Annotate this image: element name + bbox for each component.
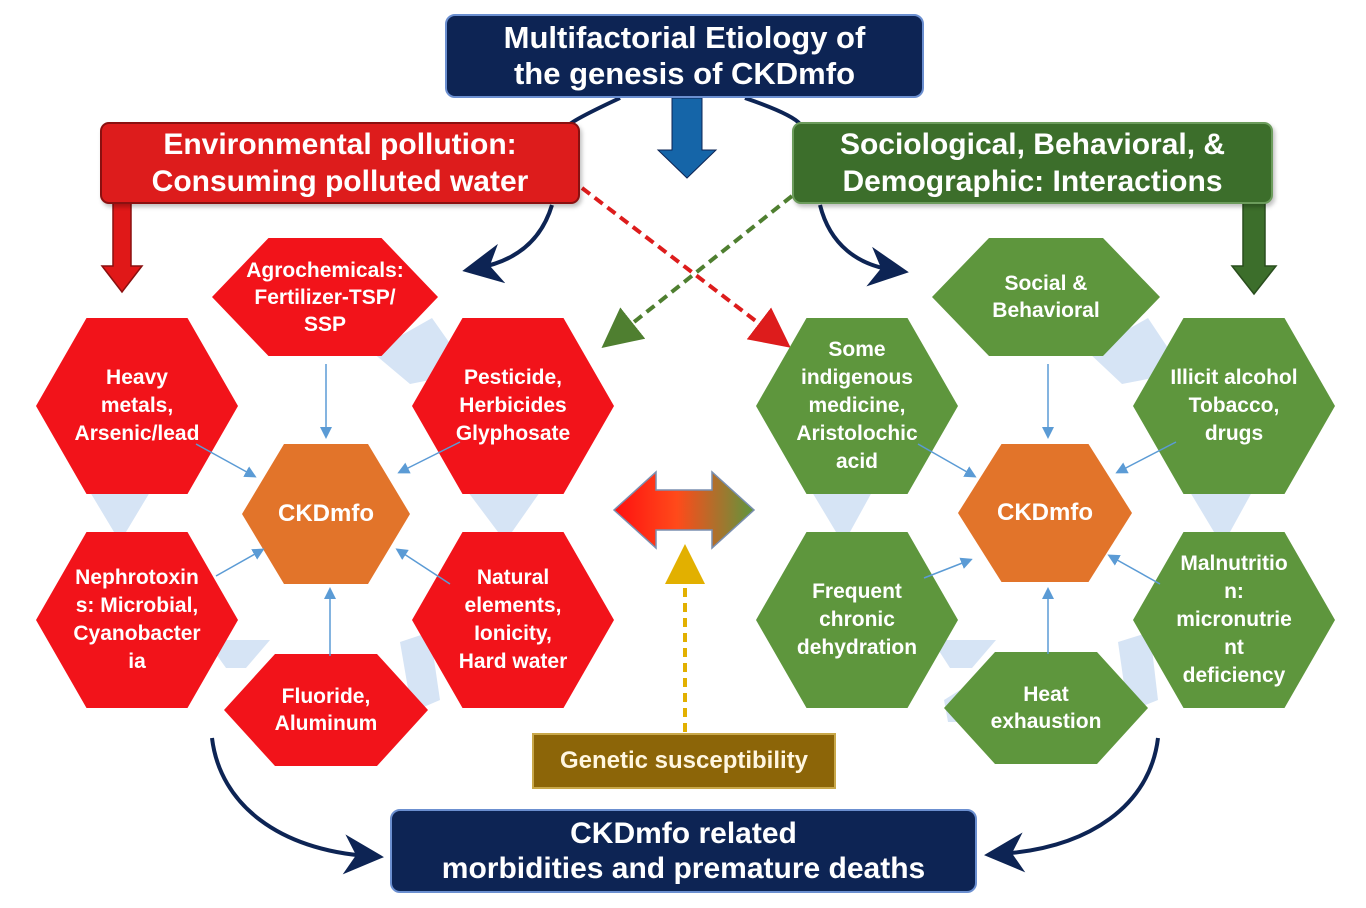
sociological-header: Sociological, Behavioral, & Demographic:… — [792, 122, 1273, 204]
hex-fluoride: Fluoride, Aluminum — [224, 654, 428, 766]
env-to-cluster-arrow — [462, 204, 554, 284]
env-cross-arrow — [580, 186, 791, 348]
soc-down-arrow — [1230, 199, 1278, 296]
genetic-susceptibility-box: Genetic susceptibility — [532, 733, 836, 789]
soc-cross-arrow — [601, 194, 794, 348]
right-inner-arrows — [917, 364, 1177, 654]
outcome-box: CKDmfo related morbidities and premature… — [390, 809, 977, 893]
hex-natural-elements: Natural elements, Ionicity, Hard water — [412, 532, 614, 708]
env-down-arrow — [100, 199, 144, 294]
soc-to-cluster-arrow — [818, 204, 909, 287]
title-down-arrow — [656, 97, 718, 179]
soc-outcome-arrow — [984, 737, 1160, 873]
double-headed-arrow — [612, 470, 756, 550]
environmental-header: Environmental pollution: Consuming pollu… — [100, 122, 580, 204]
hex-ckdmfo-right: CKDmfo — [958, 444, 1132, 582]
left-inner-arrows — [195, 364, 461, 656]
hex-dehydration: Frequent chronic dehydration — [756, 532, 958, 708]
env-outcome-arrow — [210, 737, 384, 875]
hex-heat-exhaustion: Heat exhaustion — [944, 652, 1148, 764]
hex-heavy-metals: Heavy metals, Arsenic/lead — [36, 318, 238, 494]
title-box: Multifactorial Etiology of the genesis o… — [445, 14, 924, 98]
hex-indigenous-medicine: Some indigenous medicine, Aristolochic a… — [756, 318, 958, 494]
